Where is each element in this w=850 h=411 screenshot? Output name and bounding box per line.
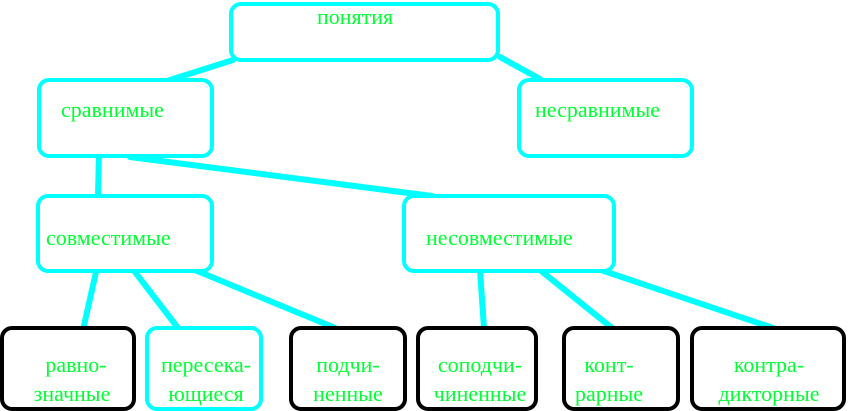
node-contrary-label: конт- рарные xyxy=(562,350,656,408)
edge-compatible-equivalent xyxy=(80,269,99,333)
node-contrary-line2: рарные xyxy=(574,381,644,406)
edge-root-comparable xyxy=(167,57,236,83)
node-subordinate xyxy=(289,326,407,411)
node-contradictory xyxy=(690,326,846,411)
node-contrary xyxy=(562,326,680,411)
node-contradictory-label: контра- дикторные xyxy=(696,350,842,408)
edge-compatible-subordinate xyxy=(187,265,343,333)
node-compatible-label: совместимые xyxy=(46,225,171,250)
node-incompatible-label: несовместимые xyxy=(426,225,573,250)
node-contradictory-line2: дикторные xyxy=(718,381,820,406)
edge-root-incomparable xyxy=(497,54,543,82)
node-equivalent-line1: равно- xyxy=(45,352,107,377)
node-comparable xyxy=(37,78,214,158)
node-coordinate-line1: соподчи- xyxy=(437,352,523,377)
node-intersecting-label: пересека- ющиеся xyxy=(147,350,265,408)
node-subordinate-label: подчи- ненные xyxy=(294,350,402,408)
node-intersecting-line2: ющиеся xyxy=(168,381,244,406)
node-intersecting-line1: пересека- xyxy=(160,352,252,377)
node-incomparable xyxy=(517,78,694,158)
node-equivalent-label: равно- значные xyxy=(0,350,144,408)
edge-comparable-compatible xyxy=(95,149,102,198)
node-subordinate-line1: подчи- xyxy=(316,352,380,377)
edge-incompatible-contrary xyxy=(537,267,615,331)
node-equivalent xyxy=(0,326,136,411)
node-contrary-line1: конт- xyxy=(584,352,634,377)
node-coordinate-label: соподчи- чиненные xyxy=(418,350,542,408)
edge-comparable-incompatible xyxy=(127,154,435,199)
node-root xyxy=(229,2,500,62)
node-comparable-label: сравнимые xyxy=(61,97,164,122)
edge-incompatible-coordinate xyxy=(477,267,487,331)
node-coordinate xyxy=(416,326,538,411)
node-contradictory-line1: контра- xyxy=(733,352,805,377)
edge-compatible-intersecting xyxy=(132,269,181,331)
node-intersecting xyxy=(145,326,263,411)
node-root-label: понятия xyxy=(317,4,394,29)
node-incompatible xyxy=(402,194,616,273)
node-incomparable-label: несравнимые xyxy=(535,97,661,122)
edge-incompatible-contradictory xyxy=(592,265,776,331)
node-compatible xyxy=(36,194,214,273)
node-equivalent-line2: значные xyxy=(33,381,111,406)
node-coordinate-line2: чиненные xyxy=(433,381,527,406)
node-subordinate-line2: ненные xyxy=(313,381,383,406)
